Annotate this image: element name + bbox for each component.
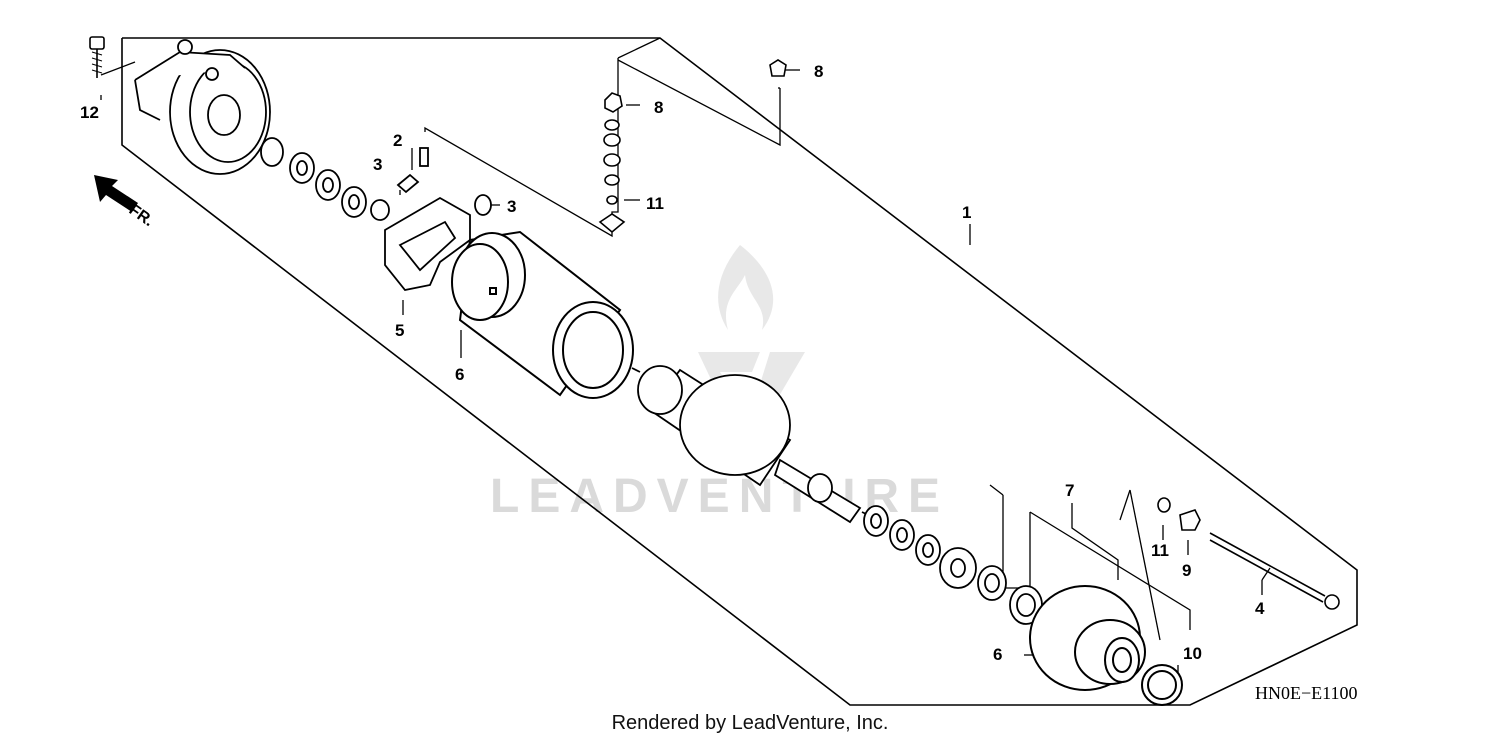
callout-7: 7 [1065, 481, 1074, 500]
front-washers [863, 505, 1043, 625]
callout-1: 1 [962, 203, 971, 222]
armature [631, 365, 871, 524]
terminal-stack [598, 59, 787, 234]
callout-9: 9 [1182, 561, 1191, 580]
assembly-boundary [121, 37, 1358, 706]
callout-5: 5 [395, 321, 404, 340]
callout-11: 11 [1151, 541, 1169, 560]
bolt-12 [89, 36, 105, 78]
callout-4: 4 [1255, 599, 1265, 618]
callout-11: 11 [646, 194, 664, 213]
callout-8: 8 [654, 98, 663, 117]
brush-holder [384, 147, 492, 291]
footer-credit: Rendered by LeadVenture, Inc. [611, 712, 889, 734]
callout-6: 6 [455, 365, 464, 384]
callout-3: 3 [373, 155, 382, 174]
front-cover [1029, 585, 1183, 706]
nut-9 [1157, 497, 1201, 531]
callout-8: 8 [814, 62, 823, 81]
callout-6: 6 [993, 645, 1002, 664]
through-bolt-4 [1209, 532, 1340, 610]
motor-yoke [451, 230, 634, 399]
leader-lines [100, 37, 1271, 679]
front-direction-arrow: FR. [94, 175, 157, 230]
rear-washers [260, 137, 390, 221]
callout-2: 2 [393, 131, 402, 150]
callout-3: 3 [507, 197, 516, 216]
callout-10: 10 [1183, 644, 1202, 663]
rear-cover [134, 39, 271, 175]
callouts: 1 2 3 3 4 5 6 6 7 8 8 9 10 11 11 12 [80, 62, 1265, 664]
diagram-code: HN0E−E1100 [1255, 683, 1357, 703]
callout-12: 12 [80, 103, 99, 122]
